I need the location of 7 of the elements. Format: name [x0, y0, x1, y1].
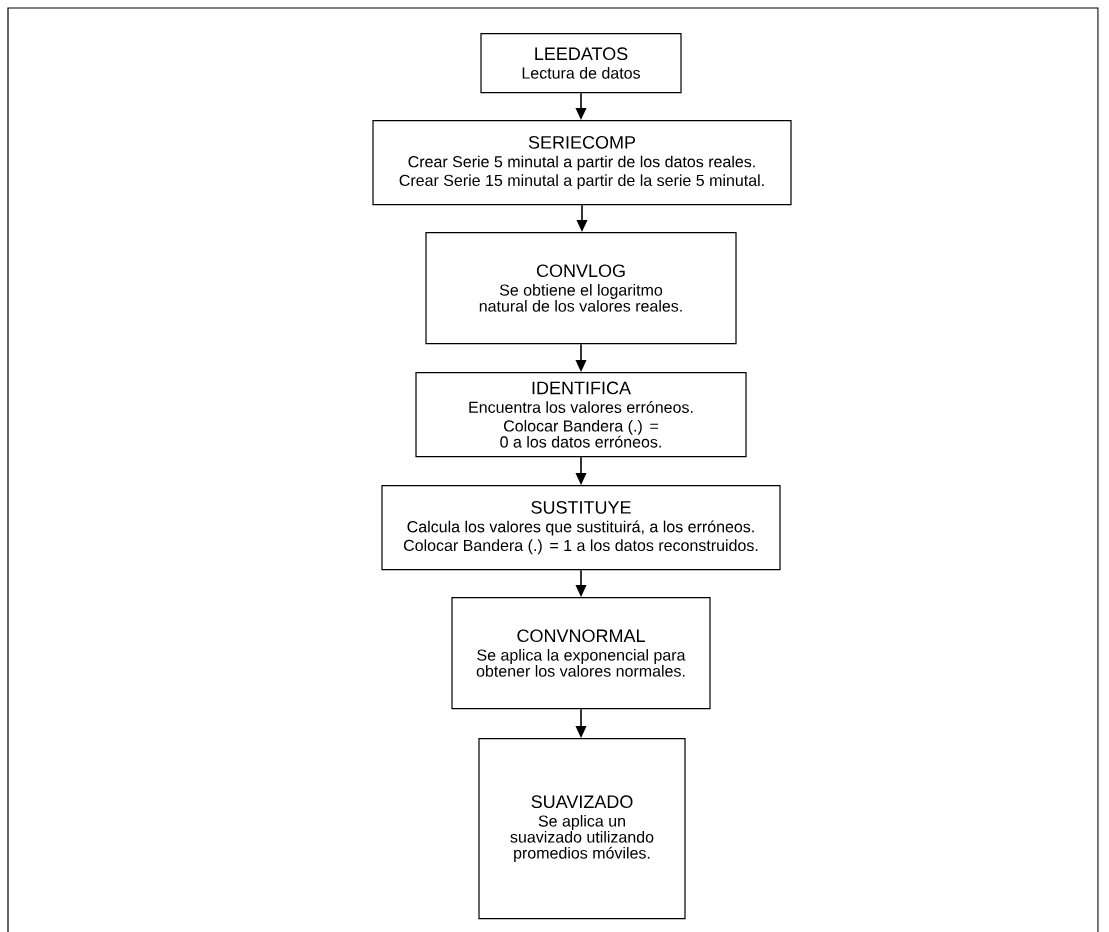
process-box: SUSTITUYE Calcula los valores que sustituirá, a los erróneos. Colocar Bandera (.) = 1 a los datos reconstruidos. — [381, 485, 781, 571]
process-box: CONVLOG Se obtiene el logaritmo natural de los valores reales. — [425, 232, 737, 345]
process-box: SERIECOMP Crear Serie 5 minutal a partir de los datos reales. Crear Serie 15 minutal a partir de la serie 5 minutal. — [372, 120, 792, 206]
process-box: IDENTIFICA Encuentra los valores erróneos. Colocar Bandera (.) = 0 a los datos erróneos. — [415, 372, 747, 458]
process-box: SUAVIZADO Se aplica un suavizado utilizando promedios móviles. — [478, 738, 686, 920]
process-box: LEEDATOS Lectura de datos — [480, 33, 682, 94]
process-box: CONVNORMAL Se aplica la exponencial para obtener los valores normales. — [451, 597, 711, 710]
